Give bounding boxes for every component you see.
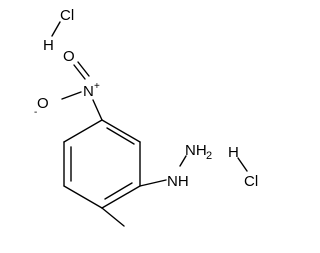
nitro-n-charge: + xyxy=(94,81,100,92)
benzene-ring xyxy=(63,119,141,209)
hcl-top-cl: Cl xyxy=(60,7,74,24)
hcl-top: Cl H xyxy=(43,7,74,54)
nitro-o-top: O xyxy=(63,48,75,65)
hcl-right-bond xyxy=(237,157,248,172)
ring-bond-3 xyxy=(101,185,141,209)
hydrazine-nh: NH xyxy=(167,173,189,190)
hydrazine-nh2-subscript: 2 xyxy=(206,150,212,162)
nh-nh2-bond xyxy=(179,155,187,167)
nitro-n: N xyxy=(83,83,94,100)
hcl-top-bond xyxy=(51,21,61,37)
ring-bond-6 xyxy=(63,119,103,143)
hcl-right: H Cl xyxy=(228,144,258,190)
hcl-right-cl: Cl xyxy=(244,173,258,190)
n-o-double-bond-a xyxy=(73,64,86,80)
hcl-top-h: H xyxy=(43,37,54,54)
n-o-double-bond-b xyxy=(77,61,90,77)
hydrazine-nh2: NH xyxy=(185,142,207,159)
nitro-group: O N + O - xyxy=(34,48,103,121)
ring-inner-bond-a xyxy=(106,127,135,145)
hcl-right-h: H xyxy=(228,144,239,161)
nitro-o-charge: - xyxy=(34,107,37,118)
n-o-single-bond xyxy=(61,91,82,100)
ring-bond-4 xyxy=(63,185,103,209)
nitro-o-left: O xyxy=(37,95,49,112)
hydrazine-group: NH NH 2 xyxy=(139,142,212,190)
ring-bond-1 xyxy=(101,119,141,143)
ring-nh-bond xyxy=(139,179,167,187)
methyl-bond xyxy=(101,207,125,227)
structure-canvas: Cl H H Cl O N + O - xyxy=(34,7,258,227)
ring-inner-bond-b xyxy=(104,182,133,200)
n-ring-bond xyxy=(92,99,103,121)
